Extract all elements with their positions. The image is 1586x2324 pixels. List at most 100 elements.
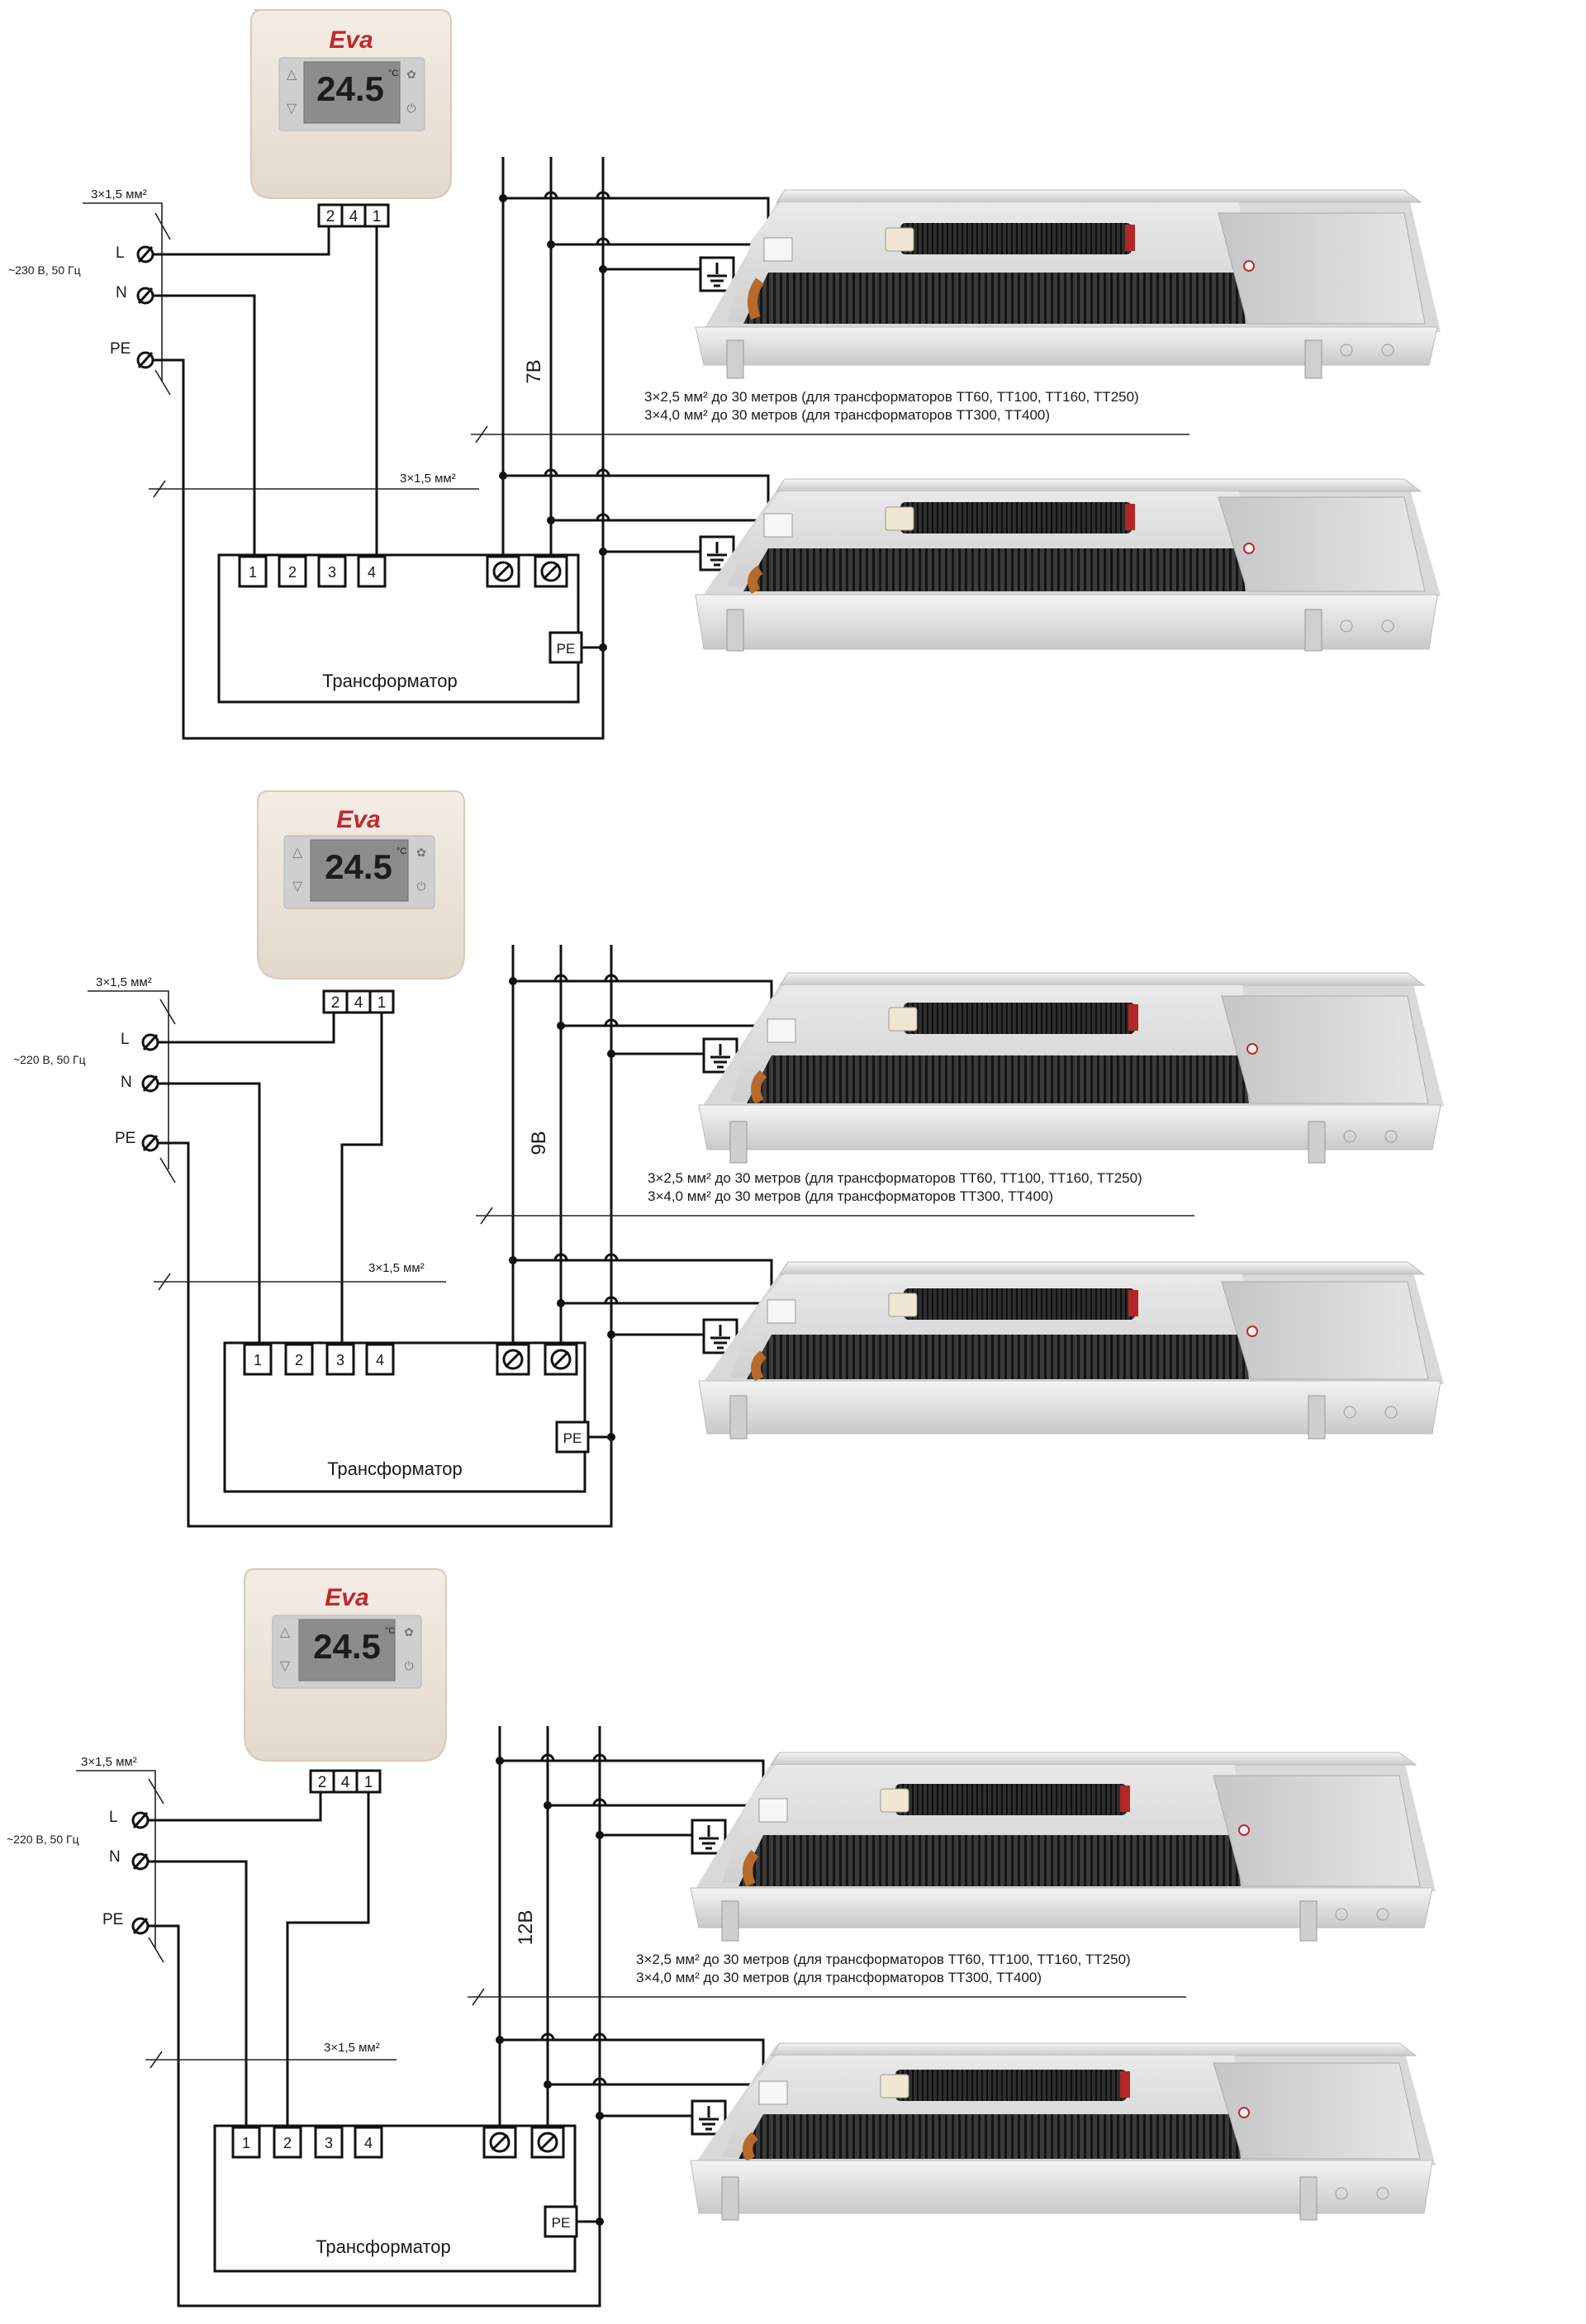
thermostat: Eva 24.5 °C △ ▽ ✿ ⏻ (250, 9, 452, 199)
thermostat-terminal-label: 1 (373, 208, 382, 225)
screw-terminal-pe (136, 351, 154, 369)
svg-text:3: 3 (328, 564, 336, 581)
cable-out-label-1: 3×2,5 мм² до 30 метров (для трансформато… (636, 1952, 1131, 1967)
thermostat-terminal-label: 1 (378, 994, 387, 1012)
output-screw-terminal-1 (486, 555, 520, 588)
transformer-pe-terminal: PE (548, 631, 583, 664)
cable-out-label-1: 3×2,5 мм² до 30 метров (для трансформато… (644, 389, 1139, 405)
wiring-diagram-3: Eva 24.5 °C △ ▽ ✿ ⏻ 2 4 1 3×1,5 мм² ~220… (7, 1568, 1436, 2307)
output-screw-terminal-2 (530, 2126, 565, 2159)
floor-convector (690, 2042, 1436, 2221)
fan-icon: ✿ (404, 1625, 414, 1639)
thermostat-temperature: 24.5 (325, 847, 392, 886)
down-arrow-icon: ▽ (287, 102, 297, 116)
terminal-n-label: N (109, 1848, 121, 1866)
ground-icon (691, 1819, 727, 1855)
terminal-l-label: L (109, 1809, 118, 1826)
thermostat-temperature: 24.5 (313, 1627, 381, 1666)
svg-text:4: 4 (368, 564, 376, 581)
transformer-terminal-1: 1 (243, 1343, 273, 1376)
floor-convector (698, 972, 1444, 1164)
transformer: Трансформатор 1 2 3 4 PE (213, 2124, 578, 2273)
floor-convector (695, 478, 1441, 652)
screw-terminal-l (136, 245, 154, 263)
thermostat-terminal-label: 4 (341, 1774, 350, 1791)
cable-in-label: 3×1,5 мм² (91, 187, 147, 202)
cable-in-label: 3×1,5 мм² (81, 1755, 137, 1769)
screw-terminal-l (131, 1811, 150, 1829)
svg-text:3: 3 (336, 1352, 344, 1368)
floor-convector (698, 1261, 1444, 1439)
convector-grille (743, 548, 1246, 591)
transformer-terminal-4: 4 (354, 2126, 383, 2159)
thermostat-terminal-label: 2 (318, 1774, 327, 1791)
svg-text:PE: PE (557, 641, 576, 657)
output-screw-terminal-2 (544, 1343, 578, 1376)
transformer-pe-terminal: PE (555, 1420, 590, 1454)
output-screw-terminal-1 (496, 1343, 530, 1376)
thermostat-terminal-label: 4 (354, 994, 363, 1012)
convector-grille (738, 1835, 1241, 1886)
thermostat-lcd (303, 61, 401, 124)
svg-text:1: 1 (249, 564, 257, 581)
thermostat-terminal-label: 1 (364, 1774, 373, 1791)
svg-text:PE: PE (563, 1430, 582, 1446)
transformer-pe-terminal: PE (544, 2205, 578, 2238)
screw-terminal-n (131, 1852, 150, 1871)
svg-text:4: 4 (364, 2135, 373, 2151)
output-screw-terminal-1 (482, 2126, 517, 2159)
thermostat-lcd (310, 839, 409, 902)
transformer-terminal-3: 3 (325, 1343, 355, 1376)
transformer: Трансформатор 1 2 3 4 PE (217, 553, 583, 704)
wiring-diagram-2: Eva 24.5 °C △ ▽ ✿ ⏻ 2 4 1 3×1,5 мм² ~220… (13, 790, 1444, 1528)
thermostat-terminal-block: 2 4 1 (317, 203, 390, 228)
power-icon: ⏻ (404, 1659, 413, 1672)
power-icon: ⏻ (416, 880, 425, 893)
thermostat-terminal-block: 2 4 1 (309, 1769, 382, 1794)
up-arrow-icon: △ (292, 846, 303, 860)
svg-text:2: 2 (288, 564, 297, 581)
thermostat-lcd (298, 1619, 396, 1681)
ground-icon (699, 256, 735, 292)
voltage-label: 7В (523, 359, 545, 383)
thermostat-unit: °C (388, 69, 398, 78)
transformer-terminal-1: 1 (238, 555, 268, 588)
transformer-terminal-2: 2 (273, 2126, 302, 2159)
voltage-label: 9В (528, 1131, 550, 1155)
supply-voltage-label: ~230 В, 50 Гц (8, 263, 81, 277)
transformer-terminal-1: 1 (231, 2126, 261, 2159)
cable-out-label-2: 3×4,0 мм² до 30 метров (для трансформато… (644, 407, 1050, 423)
thermostat-unit: °C (396, 847, 406, 856)
transformer-terminal-4: 4 (357, 555, 387, 588)
transformer-label: Трансформатор (322, 671, 458, 691)
supply-voltage-label: ~220 В, 50 Гц (7, 1833, 79, 1846)
up-arrow-icon: △ (287, 68, 297, 82)
terminal-pe-label: PE (102, 1911, 123, 1928)
thermostat-brand: Eva (336, 806, 380, 833)
cable-mid-label: 3×1,5 мм² (400, 472, 456, 486)
thermostat-unit: °C (385, 1626, 395, 1636)
terminal-l-label: L (116, 244, 125, 262)
thermostat-brand: Eva (329, 26, 373, 54)
power-icon: ⏻ (406, 102, 415, 115)
terminal-pe-label: PE (115, 1130, 135, 1147)
svg-text:2: 2 (283, 2135, 292, 2151)
fan-icon: ✿ (416, 846, 426, 859)
floor-convector (690, 1752, 1436, 1942)
svg-text:4: 4 (376, 1352, 384, 1368)
transformer-terminal-3: 3 (317, 555, 347, 588)
cable-mid-label: 3×1,5 мм² (324, 2041, 380, 2055)
convector-grille (747, 1055, 1249, 1103)
thermostat-terminal-label: 4 (349, 208, 359, 225)
transformer-terminal-4: 4 (365, 1343, 395, 1376)
thermostat-brand: Eva (325, 1584, 368, 1611)
supply-voltage-label: ~220 В, 50 Гц (13, 1053, 86, 1066)
transformer-terminal-2: 2 (278, 555, 307, 588)
thermostat-terminal-block: 2 4 1 (322, 989, 395, 1014)
screw-terminal-n (141, 1074, 159, 1093)
down-arrow-icon: ▽ (280, 1659, 291, 1673)
svg-text:1: 1 (254, 1352, 262, 1368)
ground-icon (699, 535, 735, 572)
convector-grille (747, 1335, 1249, 1379)
